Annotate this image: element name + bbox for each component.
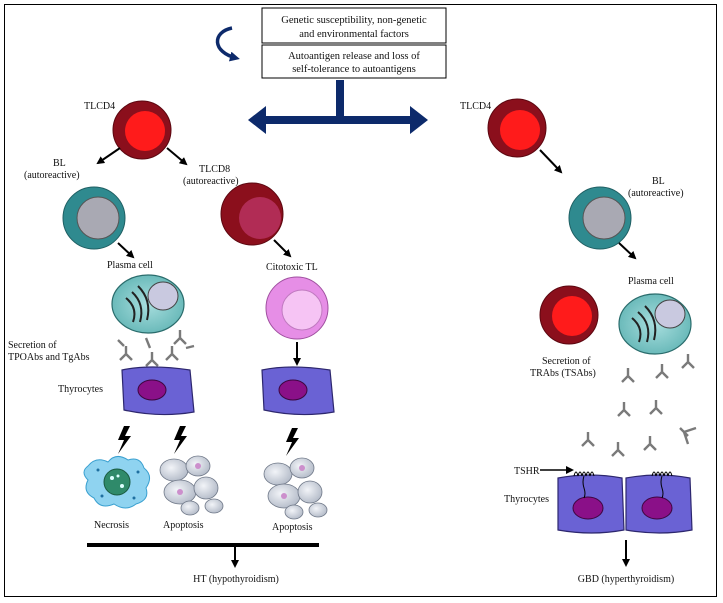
tlcd8-cell [220,182,284,246]
figure-frame [4,4,717,597]
left-secretion-line-1: Secretion of [8,340,57,351]
factors-line-2: and environmental factors [299,29,409,40]
tshr-label: TSHR [514,466,540,477]
factors-line-1: Genetic susceptibility, non-genetic [281,15,427,26]
right-thyrocyte-2 [625,471,693,534]
lightning-icon-2 [174,426,187,454]
right-bl-cell [568,186,632,250]
right-secretion-line-2: TRAbs (TSAbs) [530,368,596,379]
autoantigen-box: Autoantigen release and loss of self-tol… [261,44,447,79]
necrosis-cell [83,456,150,509]
right-tlcd4-cell [487,98,547,158]
left-plasma-label: Plasma cell [107,260,153,271]
right-tlcd4-label: TLCD4 [460,101,491,112]
ht-outcome-label: HT (hypothyroidism) [193,574,279,585]
left-thyrocyte-2 [261,366,335,416]
arrow-to-cytotoxic [273,239,292,258]
arrow-to-bl [96,147,121,165]
apoptosis-cluster-1 [159,455,224,516]
tlcd8-label: TLCD8 [199,164,230,175]
apoptosis-label-1: Apoptosis [163,520,204,531]
curved-arrow-icon [215,26,240,62]
arrow-to-tlcd8 [166,147,188,166]
cytotoxic-label: Citotoxic TL [266,262,318,273]
left-tlcd4-cell [112,100,172,160]
right-tcell [539,285,599,345]
left-convergence-bar [87,543,319,547]
left-antibodies [117,330,195,367]
right-plasma-label: Plasma cell [628,276,674,287]
left-bl-sub: (autoreactive) [24,170,80,181]
right-antibodies [581,354,697,457]
right-arrow-to-bl [539,149,563,174]
necrosis-label: Necrosis [94,520,129,531]
right-thyrocyte-1 [557,471,625,534]
right-arrow-to-plasma [618,242,637,260]
left-bl-cell [62,186,126,250]
autoantigen-line-1: Autoantigen release and loss of [288,51,420,62]
left-thyrocytes-label: Thyrocytes [58,384,103,395]
right-bl-label: BL [652,176,665,187]
right-plasma-cell [618,293,692,355]
left-bl-label: BL [53,158,66,169]
cytotoxic-tl-cell [265,276,329,340]
lightning-icon-1 [118,426,131,454]
right-bl-sub: (autoreactive) [628,188,684,199]
left-secretion-line-2: TPOAbs and TgAbs [8,352,90,363]
right-secretion-line-1: Secretion of [542,356,591,367]
lightning-icon-3 [286,428,299,456]
autoantigen-line-2: self-tolerance to autoantigens [292,64,416,75]
apoptosis-label-2: Apoptosis [272,522,313,533]
left-tlcd4-label: TLCD4 [84,101,115,112]
arrow-to-plasma [117,242,135,259]
left-thyrocyte-1 [121,366,195,416]
gbd-outcome-label: GBD (hyperthyroidism) [578,574,674,585]
left-plasma-cell [111,274,185,334]
split-arrow [248,80,428,134]
apoptosis-cluster-2 [263,457,328,520]
tlcd8-sub: (autoreactive) [183,176,239,187]
factors-box: Genetic susceptibility, non-genetic and … [261,7,447,44]
right-thyrocytes-label: Thyrocytes [504,494,549,505]
